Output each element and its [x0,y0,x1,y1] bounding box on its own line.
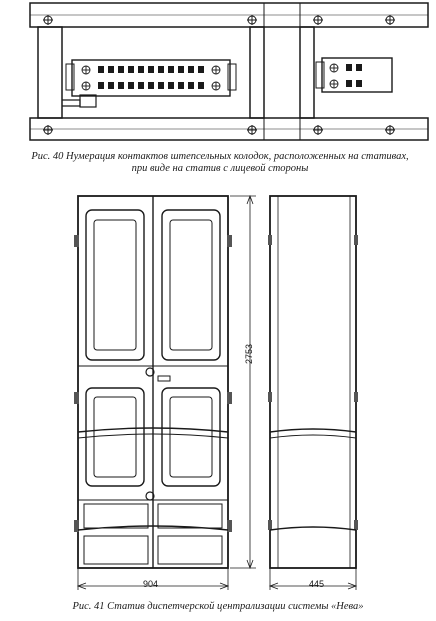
front-width-dimension-label: 904 [143,579,159,589]
figure-40-caption: Рис. 40 Нумерация контактов штепсельных … [31,151,409,174]
figure-41-caption: Рис. 41 Статив диспетчерской централизац… [72,601,364,612]
figure-40-drawing [29,2,429,141]
cabinet-side-view [268,195,358,569]
side-depth-dimension-line [268,568,358,590]
cabinet-front-view [74,195,232,569]
front-width-dimension-line [76,568,230,590]
side-depth-dimension-label: 445 [309,579,325,589]
height-dimension-line [230,194,256,570]
height-dimension-label: 2753 [244,343,254,364]
figure-41-drawing [74,194,358,590]
